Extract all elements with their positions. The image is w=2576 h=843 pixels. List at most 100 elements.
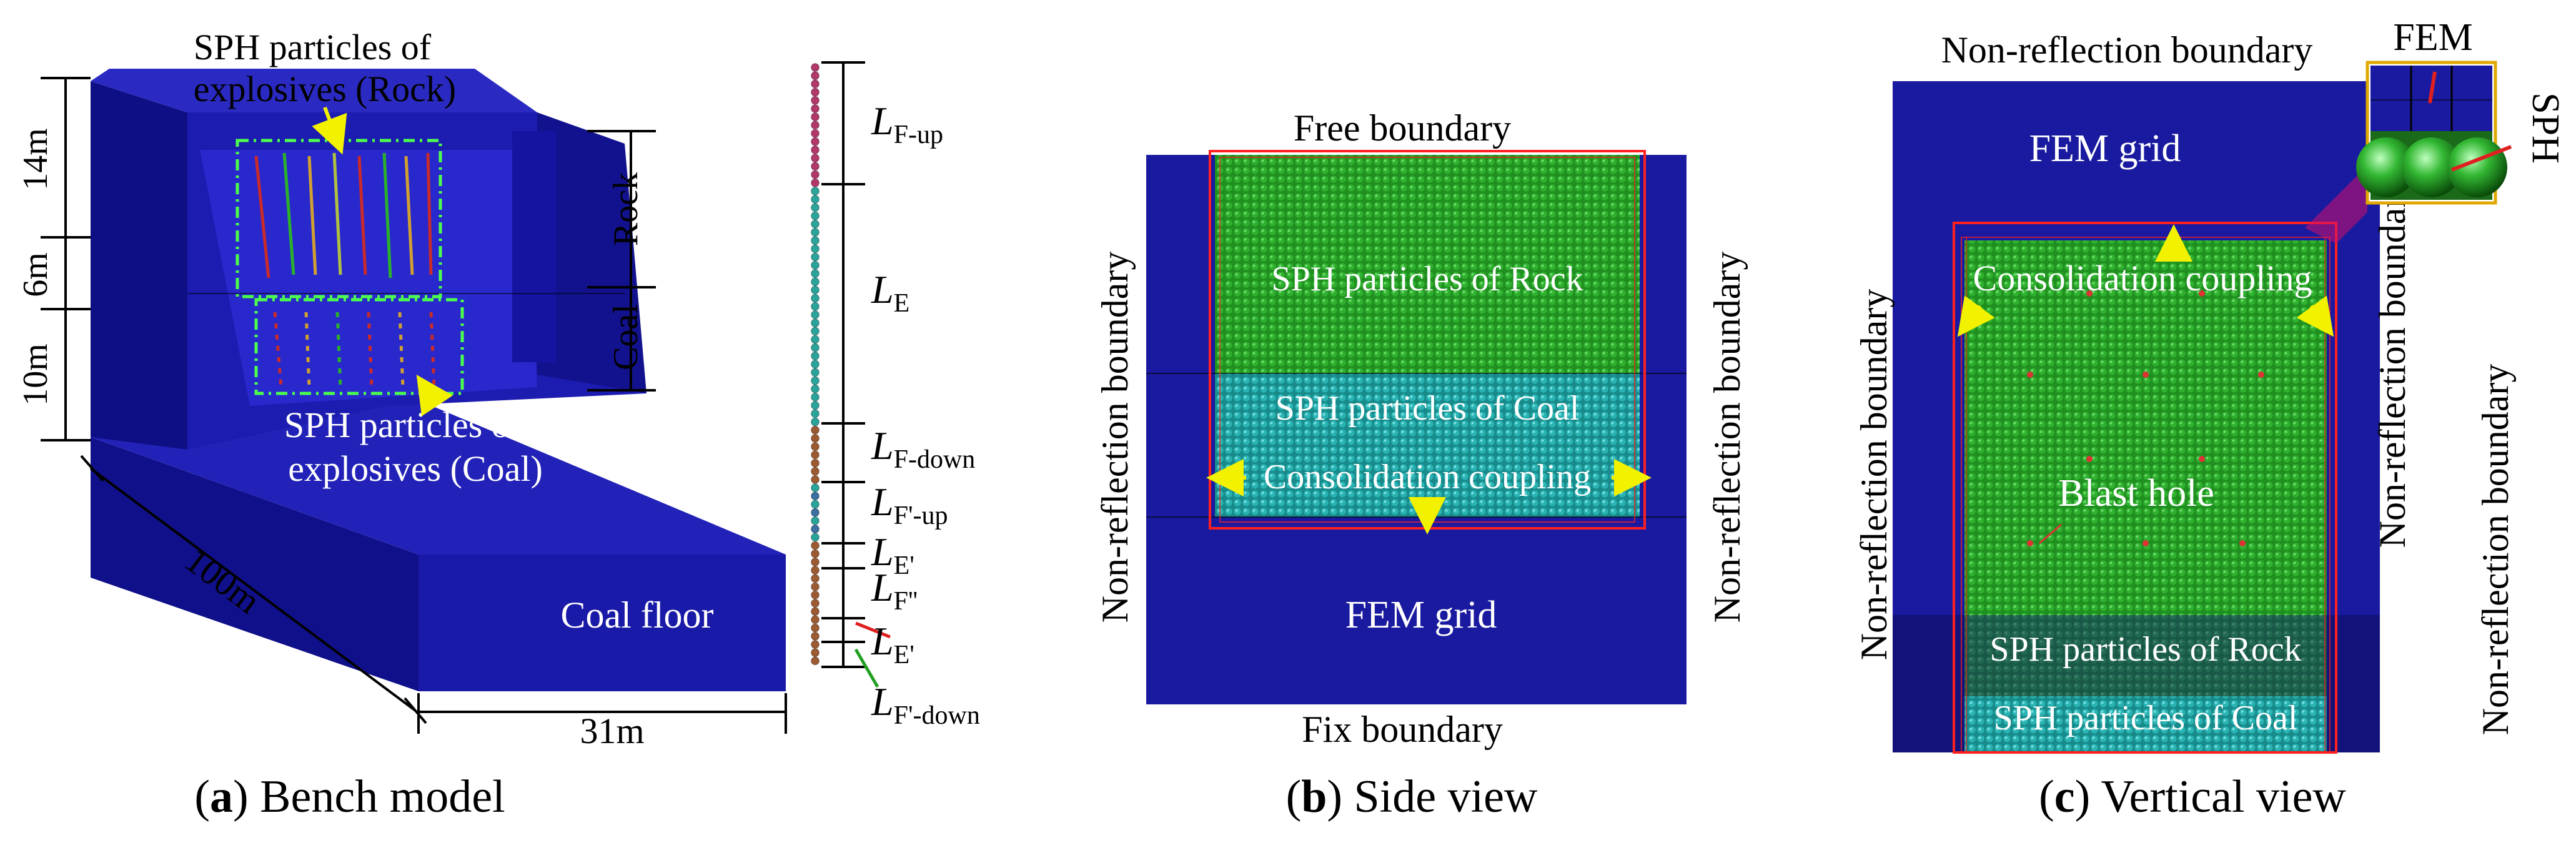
- side-fem-label: FEM grid: [1345, 594, 1497, 636]
- top-right-outer-label: Non-reflection boundary: [2475, 364, 2516, 736]
- charge-particle: [811, 79, 820, 89]
- top-rock-strip: [1964, 615, 2327, 696]
- charge-green-arrow: [854, 648, 879, 688]
- charge-scale: [821, 61, 865, 668]
- length-dim-tick: [80, 455, 104, 482]
- rock-label: Rock: [607, 172, 645, 246]
- charge-particle: [811, 112, 820, 122]
- blast-hole: [2086, 456, 2093, 462]
- segment-label-f-prime-up: LF'-up: [871, 480, 948, 530]
- explosive-column: [307, 155, 317, 275]
- side-coal-particles: [1215, 373, 1640, 517]
- charge-particle: [811, 178, 820, 187]
- inset-sph-ball: [2402, 137, 2462, 197]
- charge-particle: [811, 442, 820, 451]
- rock-explosives-label-line2: explosives (Rock): [194, 69, 456, 109]
- bench-right-pillar: [512, 131, 556, 362]
- side-coal-label: SPH particles of Coal: [1276, 389, 1580, 428]
- blast-hole: [2086, 290, 2093, 297]
- bench-left-face: [91, 81, 187, 450]
- coal-floor-side-face: [91, 437, 419, 691]
- charge-particle: [811, 590, 820, 599]
- charge-particle: [811, 566, 820, 575]
- charge-particle: [811, 533, 820, 542]
- charge-particle: [811, 409, 820, 418]
- charge-particle: [811, 96, 820, 105]
- charge-particle: [811, 458, 820, 468]
- charge-particle: [811, 285, 820, 295]
- coal-explosives-label-line1: SPH particles of: [284, 405, 522, 445]
- rock-explosives-label-line1: SPH particles of: [194, 27, 432, 67]
- charge-particle: [811, 434, 820, 443]
- explosive-column: [254, 155, 270, 279]
- charge-particle: [811, 352, 820, 360]
- coal-label: Coal: [607, 304, 645, 370]
- charge-particle: [811, 631, 820, 641]
- charge-particle: [811, 425, 820, 435]
- blast-hole: [2239, 540, 2246, 546]
- blast-hole: [2027, 540, 2033, 546]
- charge-particle: [811, 623, 820, 633]
- charge-particle: [811, 269, 820, 278]
- charge-particle: [811, 368, 820, 377]
- blast-hole: [2199, 456, 2205, 462]
- blast-hole: [2199, 290, 2205, 297]
- top-top-label: Non-reflection boundary: [1941, 29, 2313, 71]
- inset-sph-arrow: [2450, 145, 2512, 172]
- top-blast-label: Blast hole: [2058, 472, 2214, 515]
- top-coupling-label: Consolidation coupling: [1973, 258, 2312, 298]
- charge-particle: [811, 327, 820, 336]
- charge-particle: [811, 335, 820, 344]
- charge-particle: [811, 491, 820, 501]
- charge-particle: [811, 582, 820, 591]
- charge-particle: [811, 302, 820, 311]
- charge-particle: [811, 228, 820, 237]
- charge-particle: [811, 71, 820, 81]
- explosive-column: [382, 152, 392, 279]
- top-coupling-arrow-left: [1957, 295, 1995, 337]
- explosive-column: [335, 312, 342, 388]
- blast-hole: [2143, 372, 2149, 378]
- side-rock-particles: [1215, 155, 1640, 373]
- charge-particle: [811, 154, 820, 163]
- blast-hole: [2027, 372, 2033, 378]
- charge-particle: [811, 541, 820, 550]
- top-left-label: Non-reflection boundary: [1853, 289, 1895, 661]
- bench-top-face: [91, 69, 537, 112]
- top-blast-pointer: [2039, 523, 2062, 545]
- inset-sph-ball: [2356, 137, 2416, 197]
- charge-particle: [811, 318, 820, 328]
- charge-particle-column: [811, 63, 820, 666]
- length-dim-tick: [404, 697, 427, 724]
- charge-particle: [811, 384, 820, 393]
- charge-particle: [811, 607, 820, 616]
- charge-particle: [811, 508, 820, 517]
- charge-particle: [811, 293, 820, 303]
- segment-label-e-prime: LE': [871, 530, 914, 580]
- side-top-label: Free boundary: [1294, 107, 1511, 149]
- rock-explosives-arrow: [312, 106, 347, 155]
- top-coal-label: SPH particles of Coal: [1994, 699, 2298, 737]
- segment-label-f-double-prime: LF'': [871, 565, 918, 616]
- charge-particle: [811, 393, 820, 402]
- coal-floor-front-face: [419, 555, 786, 691]
- charge-particle: [811, 162, 820, 171]
- side-rock-label: SPH particles of Rock: [1271, 260, 1583, 298]
- charge-particle: [811, 525, 820, 534]
- bench-right-face: [537, 112, 646, 393]
- charge-particle: [811, 656, 820, 666]
- explosive-column: [429, 312, 436, 388]
- charge-particle: [811, 516, 820, 525]
- charge-particle: [811, 170, 820, 179]
- charge-segment-labels: LF-up LE LF-down LF'-up LE' LF'' LE' LF'…: [871, 99, 980, 730]
- top-fem-label: FEM grid: [2029, 127, 2181, 170]
- inset-fem-label: FEM: [2393, 16, 2472, 59]
- charge-particle: [811, 260, 820, 270]
- coal-explosive-box: [254, 298, 464, 395]
- explosive-column: [426, 152, 433, 275]
- charge-particle: [811, 475, 820, 484]
- segment-label-f-down: LF-down: [871, 423, 975, 474]
- inset-fem-arrow: [2428, 71, 2437, 104]
- charge-particle: [811, 137, 820, 146]
